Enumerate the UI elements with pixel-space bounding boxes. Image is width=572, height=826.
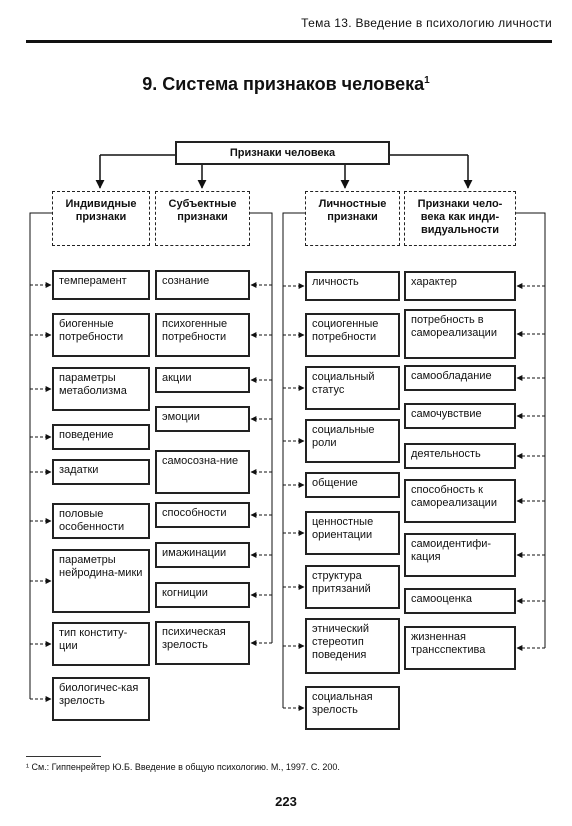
feature-box-3-1: потребность в самореализации [404,309,516,359]
feature-box-1-0: сознание [155,270,250,300]
feature-box-3-6: самоидентифи-кация [404,533,516,577]
feature-box-3-3: самочувствие [404,403,516,429]
running-header: Тема 13. Введение в психологию личности [301,16,552,30]
feature-box-1-5: способности [155,502,250,528]
feature-box-2-7: этнический стереотип поведения [305,618,400,674]
feature-box-3-7: самооценка [404,588,516,614]
feature-box-1-1: психогенные потребности [155,313,250,357]
feature-box-3-5: способность к самореализации [404,479,516,523]
rail-col-0 [29,212,52,699]
title-text: 9. Система признаков человека [142,74,425,94]
feature-box-0-7: тип конститу-ции [52,622,150,666]
feature-box-0-6: параметры нейродина-мики [52,549,150,613]
feature-box-2-1: социогенные потребности [305,313,400,357]
feature-box-2-5: ценностные ориентации [305,511,400,555]
category-header-3: Признаки чело-века как инди-видуальности [404,191,516,246]
feature-box-1-8: психическая зрелость [155,621,250,665]
feature-box-1-4: самосозна-ние [155,450,250,494]
rail-col-2 [282,212,305,708]
category-header-0: Индивидные признаки [52,191,150,246]
page-title: 9. Система признаков человека1 [0,74,572,95]
feature-box-1-6: имажинации [155,542,250,568]
category-header-1: Субъектные признаки [155,191,250,246]
feature-box-3-0: характер [404,271,516,301]
feature-box-3-2: самообладание [404,365,516,391]
root-box: Признаки человека [175,141,390,165]
category-header-2: Личностные признаки [305,191,400,246]
feature-box-3-4: деятельность [404,443,516,469]
feature-box-0-5: половые особенности [52,503,150,539]
feature-box-2-6: структура притязаний [305,565,400,609]
feature-box-1-3: эмоции [155,406,250,432]
title-footnote-mark: 1 [424,75,430,86]
feature-box-2-3: социальные роли [305,419,400,463]
rail-col-1 [250,212,273,643]
feature-box-0-2: параметры метаболизма [52,367,150,411]
header-rule [26,40,552,43]
feature-box-2-0: личность [305,271,400,301]
feature-box-0-8: биологичес-кая зрелость [52,677,150,721]
rail-col-3 [516,212,546,648]
feature-box-0-1: биогенные потребности [52,313,150,357]
feature-box-3-8: жизненная трансспектива [404,626,516,670]
feature-box-2-8: социальная зрелость [305,686,400,730]
feature-box-2-4: общение [305,472,400,498]
feature-box-0-3: поведение [52,424,150,450]
feature-box-1-7: когниции [155,582,250,608]
footnote: ¹ См.: Гиппенрейтер Ю.Б. Введение в общу… [26,762,340,772]
feature-box-1-2: акции [155,367,250,393]
feature-box-0-0: темперамент [52,270,150,300]
feature-box-0-4: задатки [52,459,150,485]
feature-box-2-2: социальный статус [305,366,400,410]
page-number: 223 [275,794,297,809]
footnote-rule [26,756,101,757]
